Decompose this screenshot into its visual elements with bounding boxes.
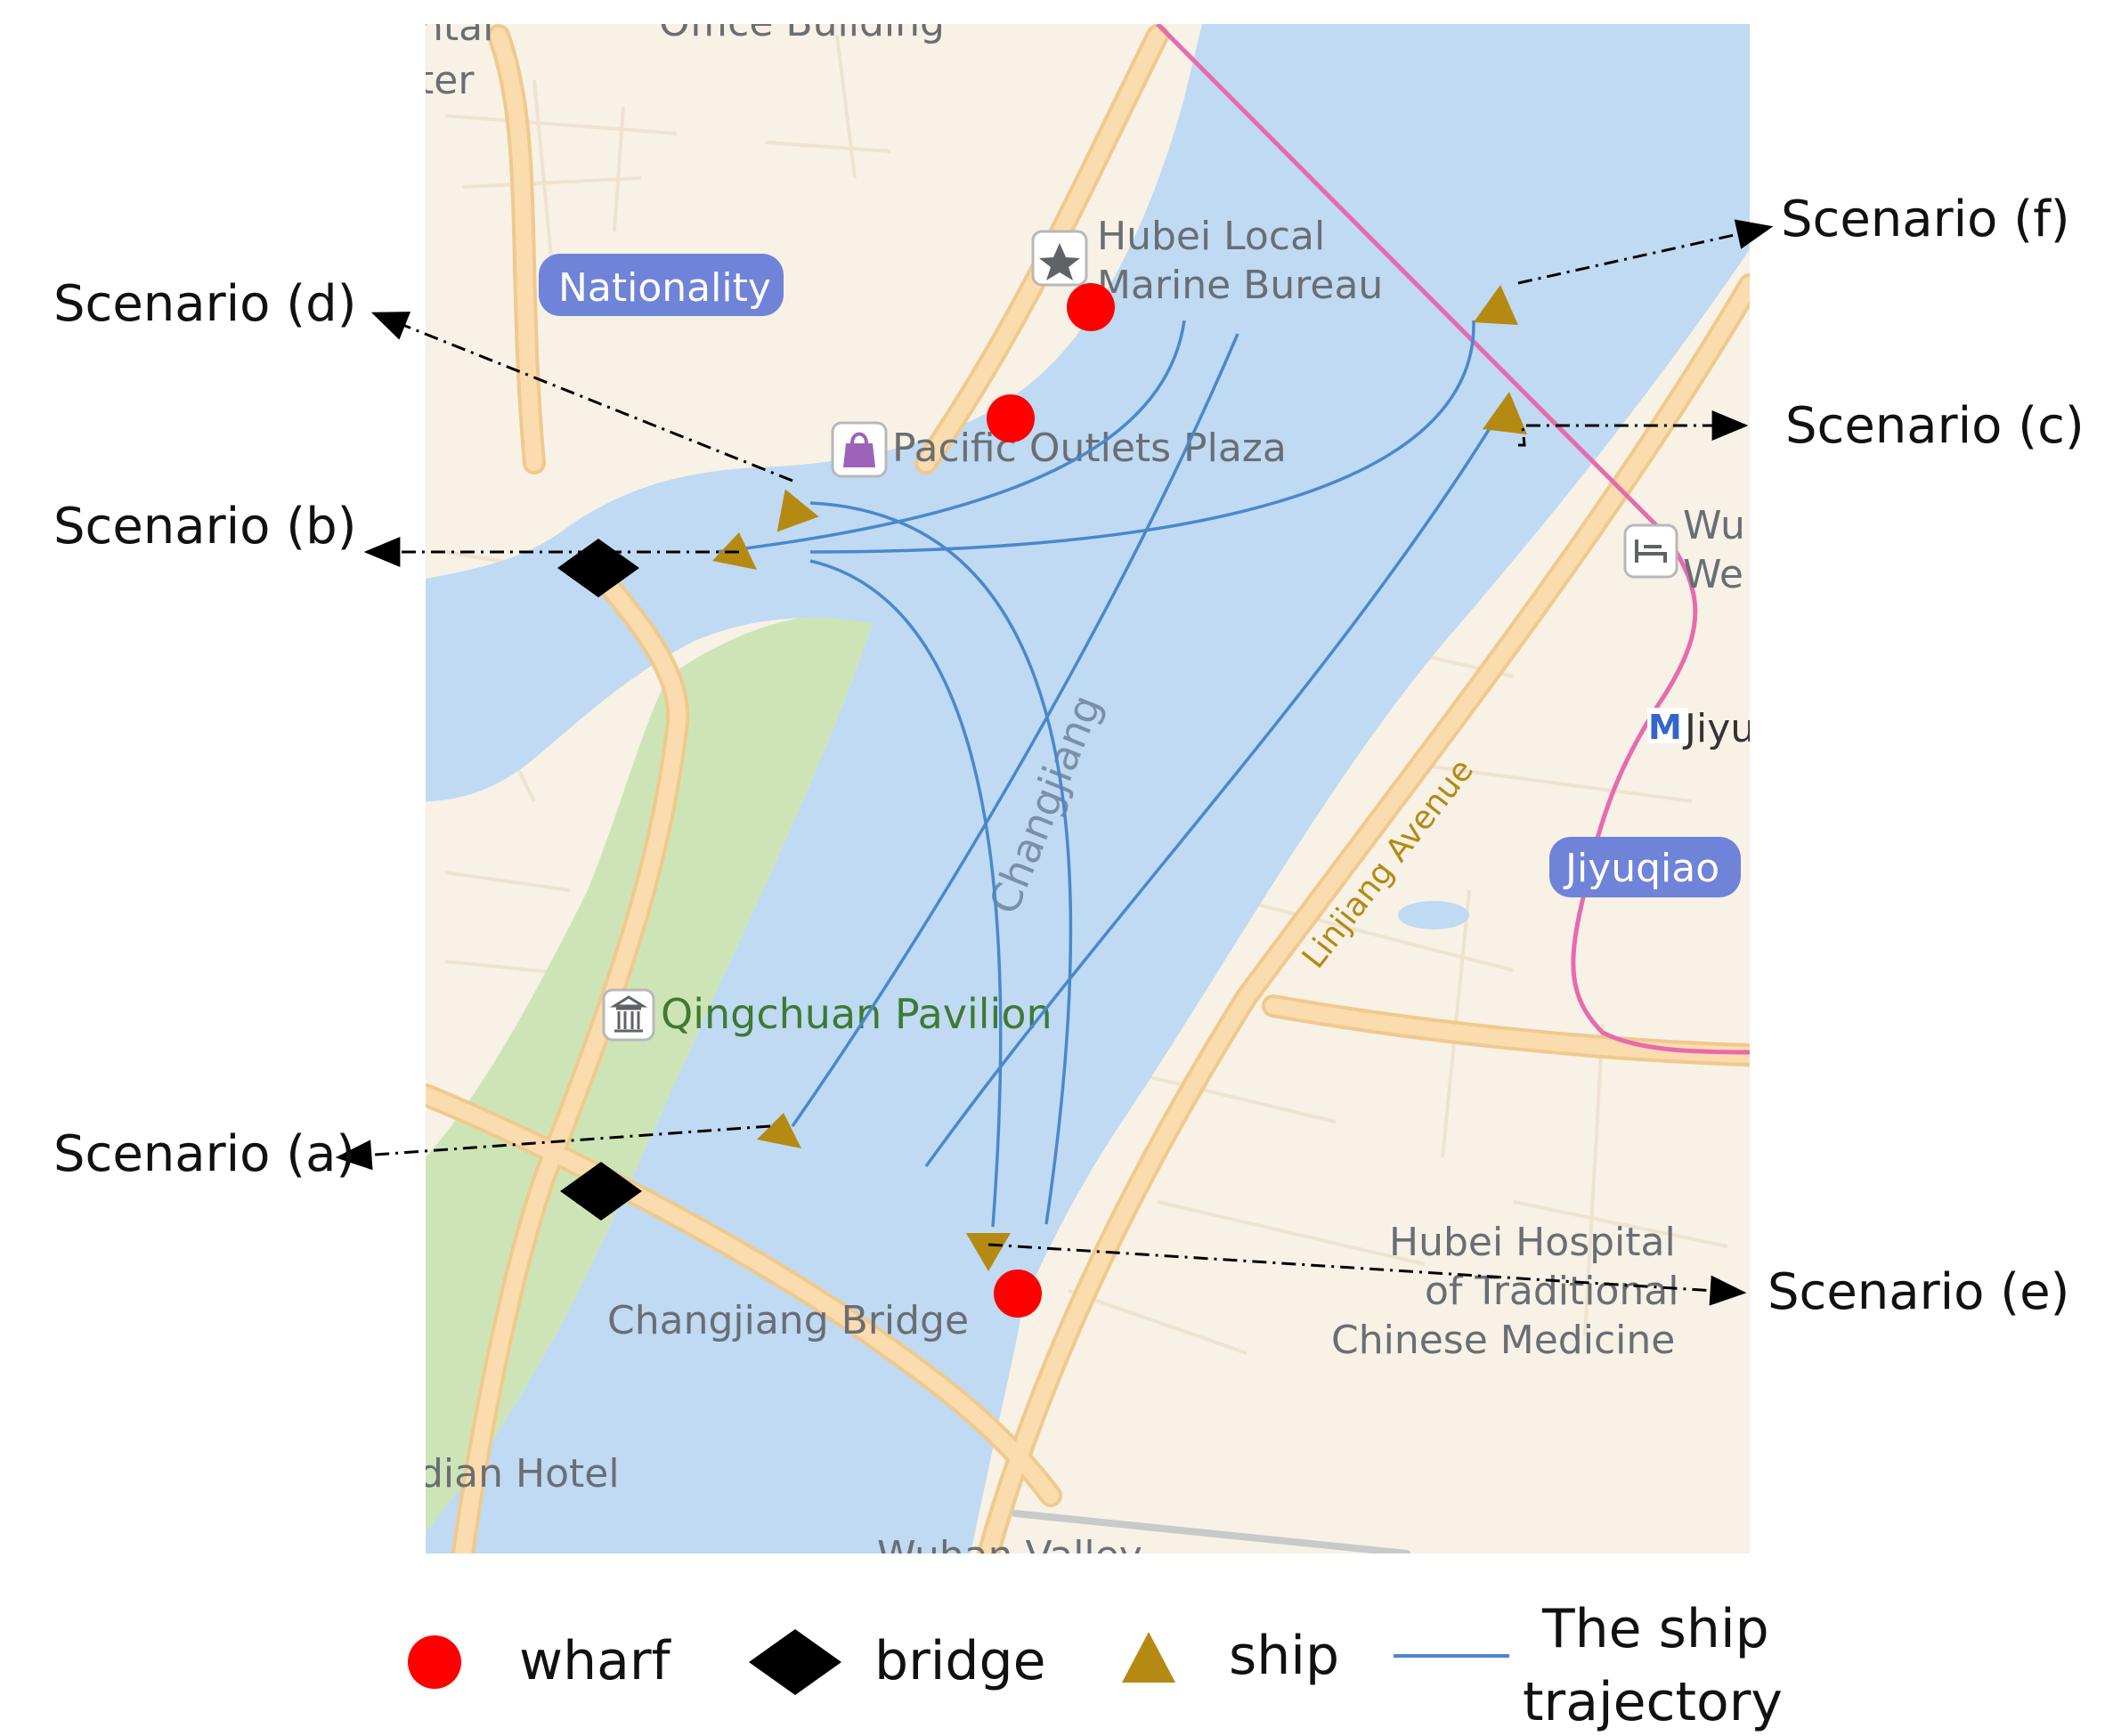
scenario-b-label: Scenario (b) (53, 498, 356, 556)
top-left-label-line1: ntal (419, 4, 493, 50)
ship-marker (776, 489, 819, 532)
svg-text:M: M (1648, 708, 1682, 747)
trajectory-6 (924, 418, 1498, 1168)
scenario-a-label: Scenario (a) (53, 1125, 355, 1183)
hotel-partial-label: dian Hotel (419, 1451, 620, 1497)
bottom-partial-label: Wuhan Valley (877, 1533, 1142, 1578)
hotel-bed-icon (1623, 523, 1678, 579)
star-icon (1031, 230, 1088, 287)
marine-bureau-label-line1: Hubei Local (1097, 214, 1325, 259)
hospital-label-line1: Hubei Hospital (1389, 1220, 1676, 1265)
bridge-marker (560, 1162, 642, 1221)
legend: wharf bridge ship The ship trajectory (408, 1598, 1783, 1733)
map-panel: Office Building ntal ter Nationality Hub… (419, 0, 1755, 1578)
ship-marker (1483, 392, 1527, 434)
legend-wharf-label: wharf (519, 1630, 672, 1692)
river-water (426, 24, 1750, 1553)
trajectory-4 (809, 559, 1003, 1228)
nationality-badge-label: Nationality (558, 265, 771, 311)
scenario-c-label: Scenario (c) (1785, 397, 2085, 455)
scenario-f-label: Scenario (f) (1781, 191, 2070, 248)
ship-marker (966, 1233, 1011, 1271)
trajectory-5 (809, 501, 1073, 1225)
ships (712, 285, 1527, 1271)
legend-wharf-symbol (408, 1635, 461, 1689)
marine-bureau-label-line2: Marine Bureau (1097, 263, 1383, 308)
office-building-label: Office Building (659, 0, 945, 45)
wharf-marker (1067, 283, 1115, 331)
hospital-label-line3: Chinese Medicine (1331, 1318, 1675, 1363)
legend-ship-label: ship (1229, 1625, 1339, 1687)
wharf-marker (994, 1270, 1042, 1318)
legend-trajectory-label-line2: trajectory (1523, 1671, 1783, 1733)
jiyuqiao-badge-label: Jiyuqiao (1563, 846, 1719, 891)
scenario-e-leader (987, 1243, 1747, 1306)
scenario-leaders (335, 219, 1774, 1306)
small-lake (1398, 901, 1469, 929)
trajectory-1 (716, 320, 1186, 554)
scenario-d-label: Scenario (d) (53, 275, 356, 333)
wharf-marker (987, 394, 1035, 442)
changjiang-bridge-label: Changjiang Bridge (607, 1298, 969, 1343)
jiyuqiao-badge (1549, 837, 1741, 897)
pacific-outlets-label: Pacific Outlets Plaza (892, 426, 1287, 471)
scenario-c-leader (1518, 410, 1749, 447)
legend-bridge-label: bridge (874, 1630, 1046, 1692)
top-left-label-line2: ter (419, 58, 475, 103)
metro-station-partial-label: Jiyu (1682, 706, 1755, 751)
museum-icon (602, 988, 655, 1042)
shopping-bag-icon (831, 421, 888, 478)
ship-marker (1474, 285, 1518, 325)
scenario-d-leader (370, 312, 793, 483)
nationality-badge (539, 254, 784, 316)
right-partial-label-1: Wu (1683, 503, 1745, 548)
ship-marker (757, 1113, 801, 1148)
legend-ship-symbol (1122, 1632, 1175, 1683)
legend-trajectory-label-line1: The ship (1541, 1598, 1769, 1660)
scenario-e-label: Scenario (e) (1768, 1263, 2069, 1321)
scenario-a-leader (335, 1124, 771, 1171)
right-partial-label-2: We (1683, 552, 1743, 597)
metro-icon: M (1647, 708, 1688, 747)
legend-bridge-symbol (749, 1629, 841, 1695)
park-area (426, 614, 873, 1531)
trajectory-3 (791, 333, 1239, 1127)
scenario-f-leader (1517, 219, 1774, 285)
ship-trajectories (716, 320, 1498, 1228)
trajectory-2 (809, 320, 1475, 554)
